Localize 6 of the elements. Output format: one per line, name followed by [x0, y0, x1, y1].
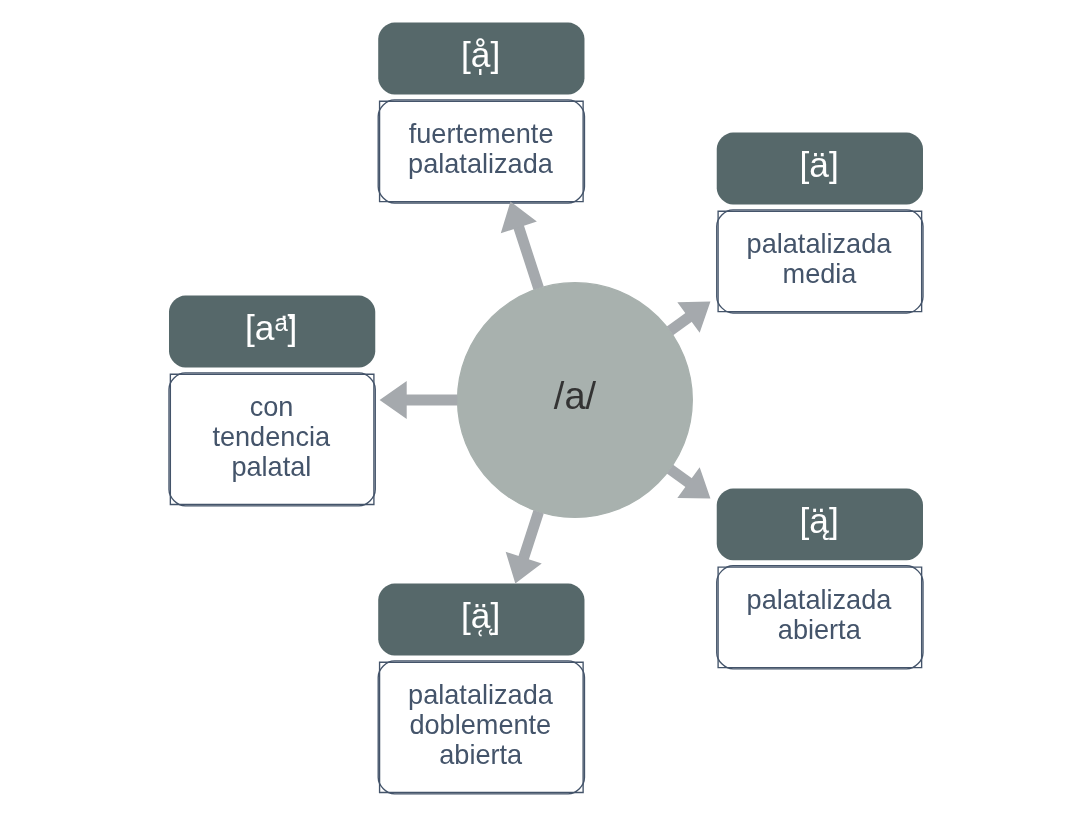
arrow: [666, 301, 711, 336]
arrow: [500, 201, 544, 290]
arrow: [379, 381, 458, 420]
arrow: [505, 510, 544, 584]
node-circle: /a/: [456, 282, 693, 519]
arrow: [666, 464, 711, 499]
